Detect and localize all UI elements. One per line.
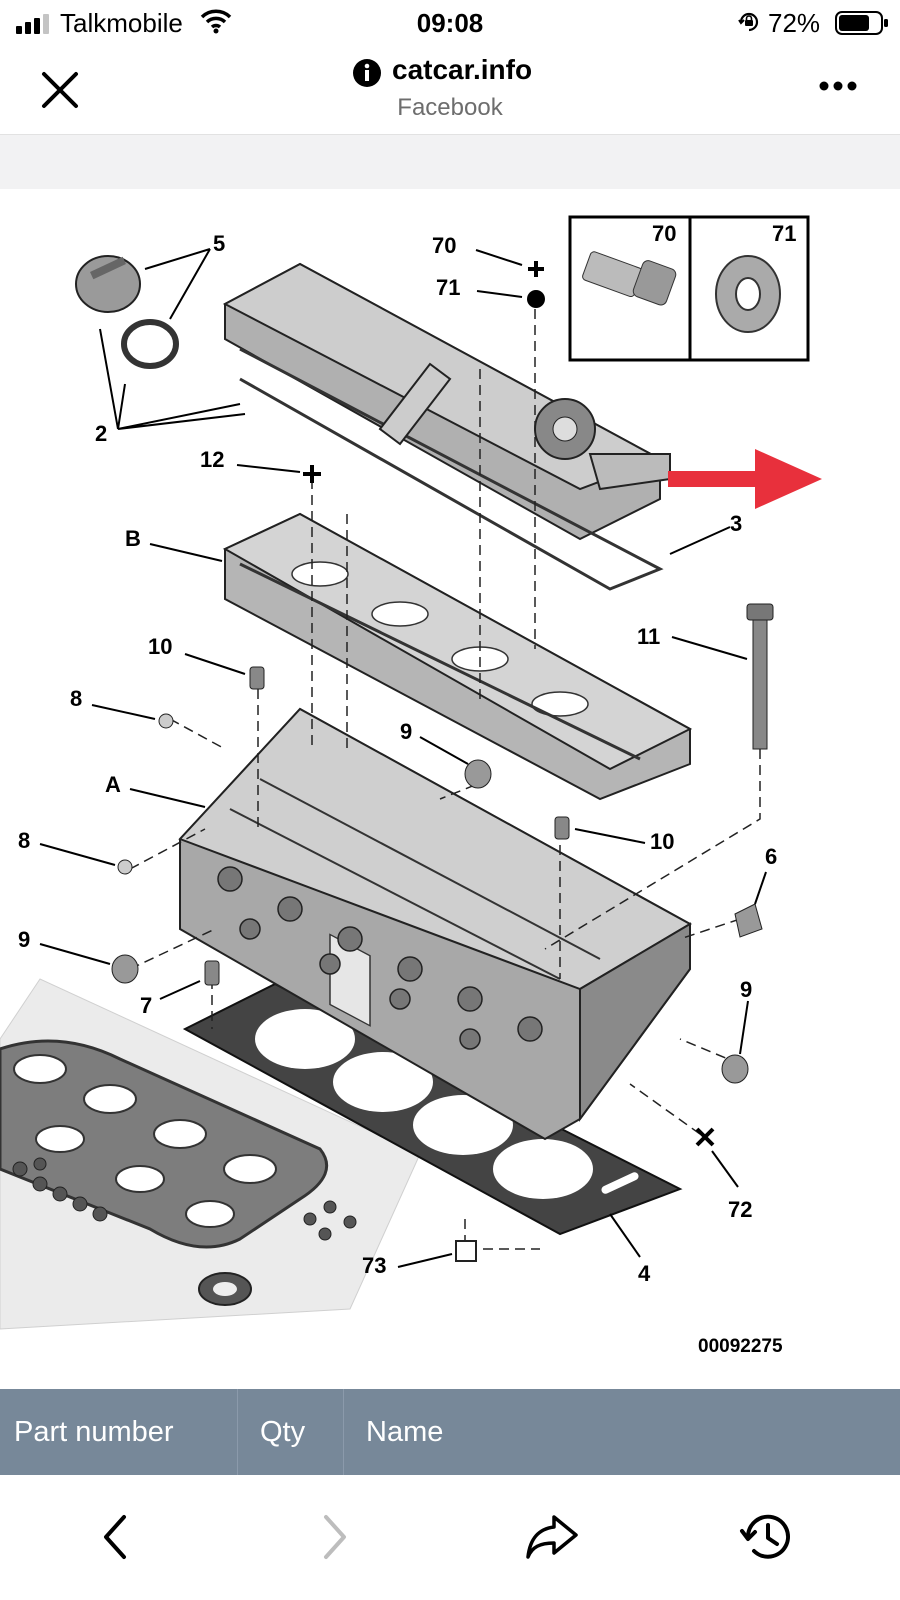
page-domain: catcar.info bbox=[392, 54, 533, 85]
more-options-icon[interactable] bbox=[818, 80, 858, 92]
callout-9-right: 9 bbox=[740, 977, 752, 1002]
cylinder-head-parts-diagram[interactable]: 70 71 5 70 bbox=[0, 189, 900, 1389]
callout-9-left: 9 bbox=[18, 927, 30, 952]
column-qty[interactable]: Qty bbox=[238, 1389, 344, 1475]
callout-b: B bbox=[125, 526, 141, 551]
callout-3: 3 bbox=[730, 511, 742, 536]
inset-label-70: 70 bbox=[652, 221, 676, 246]
fastener-inset: 70 71 bbox=[568, 215, 810, 362]
callout-2: 2 bbox=[95, 421, 107, 446]
cylinder-head-illustration bbox=[178, 707, 693, 1141]
dowel-10-upper bbox=[249, 666, 265, 690]
carrier-name: Talkmobile bbox=[60, 8, 183, 38]
callout-11: 11 bbox=[637, 624, 660, 649]
callout-71: 71 bbox=[436, 275, 460, 300]
plug-8-upper bbox=[158, 713, 174, 729]
oil-cap-illustration bbox=[75, 255, 179, 369]
marker-73 bbox=[455, 1240, 477, 1262]
diagram-reference-code: 00092275 bbox=[698, 1336, 783, 1357]
callout-6: 6 bbox=[765, 844, 777, 869]
share-icon[interactable] bbox=[522, 1507, 582, 1567]
bolt-11 bbox=[752, 608, 768, 750]
callout-9-mid: 9 bbox=[400, 719, 412, 744]
plug-9-right bbox=[721, 1054, 749, 1084]
marker-72 bbox=[695, 1127, 715, 1147]
camshaft-carrier-illustration bbox=[222, 512, 693, 801]
head-gasket-illustration bbox=[182, 982, 683, 1236]
inset-label-71: 71 bbox=[772, 221, 796, 246]
callout-73: 73 bbox=[362, 1253, 386, 1278]
forward-arrow-icon[interactable] bbox=[304, 1507, 364, 1567]
history-icon[interactable] bbox=[738, 1507, 798, 1567]
callout-7: 7 bbox=[140, 993, 152, 1018]
marker-12 bbox=[303, 465, 321, 483]
status-bar: Talkmobile 09:08 72% bbox=[0, 0, 900, 46]
gasket-kit-illustration bbox=[0, 978, 421, 1330]
parts-table-header: Part number Qty Name bbox=[0, 1389, 900, 1475]
cam-cover-illustration bbox=[222, 262, 671, 591]
marker-70 bbox=[528, 261, 544, 277]
clock-time: 09:08 bbox=[416, 8, 484, 38]
browser-toolbar bbox=[0, 1475, 900, 1600]
plug-9-left bbox=[111, 954, 139, 984]
battery-percentage: 72% bbox=[768, 8, 821, 38]
callout-70: 70 bbox=[432, 233, 456, 258]
column-part-number[interactable]: Part number bbox=[0, 1389, 238, 1475]
back-arrow-icon[interactable] bbox=[86, 1507, 146, 1567]
column-name[interactable]: Name bbox=[366, 1416, 444, 1448]
rotation-lock-icon bbox=[738, 12, 759, 32]
signal-strength-icon bbox=[16, 14, 49, 34]
callout-10-lower: 10 bbox=[650, 829, 674, 854]
dowel-10-lower bbox=[554, 816, 570, 840]
browser-header: catcar.info Facebook bbox=[0, 46, 900, 135]
content-divider-strip bbox=[0, 135, 900, 189]
callout-12: 12 bbox=[200, 447, 224, 472]
callout-5: 5 bbox=[213, 231, 225, 256]
callout-a: A bbox=[105, 772, 121, 797]
callout-10-upper: 10 bbox=[148, 634, 172, 659]
callout-4: 4 bbox=[638, 1261, 651, 1286]
fitting-6 bbox=[734, 903, 763, 938]
highlight-arrow bbox=[668, 449, 822, 509]
battery-icon bbox=[835, 11, 888, 35]
plug-9-mid bbox=[464, 759, 492, 789]
close-icon[interactable] bbox=[38, 68, 82, 112]
plug-8-lower bbox=[117, 859, 133, 875]
callout-8-upper: 8 bbox=[70, 686, 82, 711]
dowel-7 bbox=[204, 960, 220, 986]
page-source: Facebook bbox=[397, 94, 503, 121]
callout-72: 72 bbox=[728, 1197, 752, 1222]
info-icon[interactable] bbox=[352, 58, 382, 88]
callout-8-lower: 8 bbox=[18, 828, 30, 853]
marker-71 bbox=[527, 290, 545, 308]
wifi-icon bbox=[200, 9, 232, 34]
